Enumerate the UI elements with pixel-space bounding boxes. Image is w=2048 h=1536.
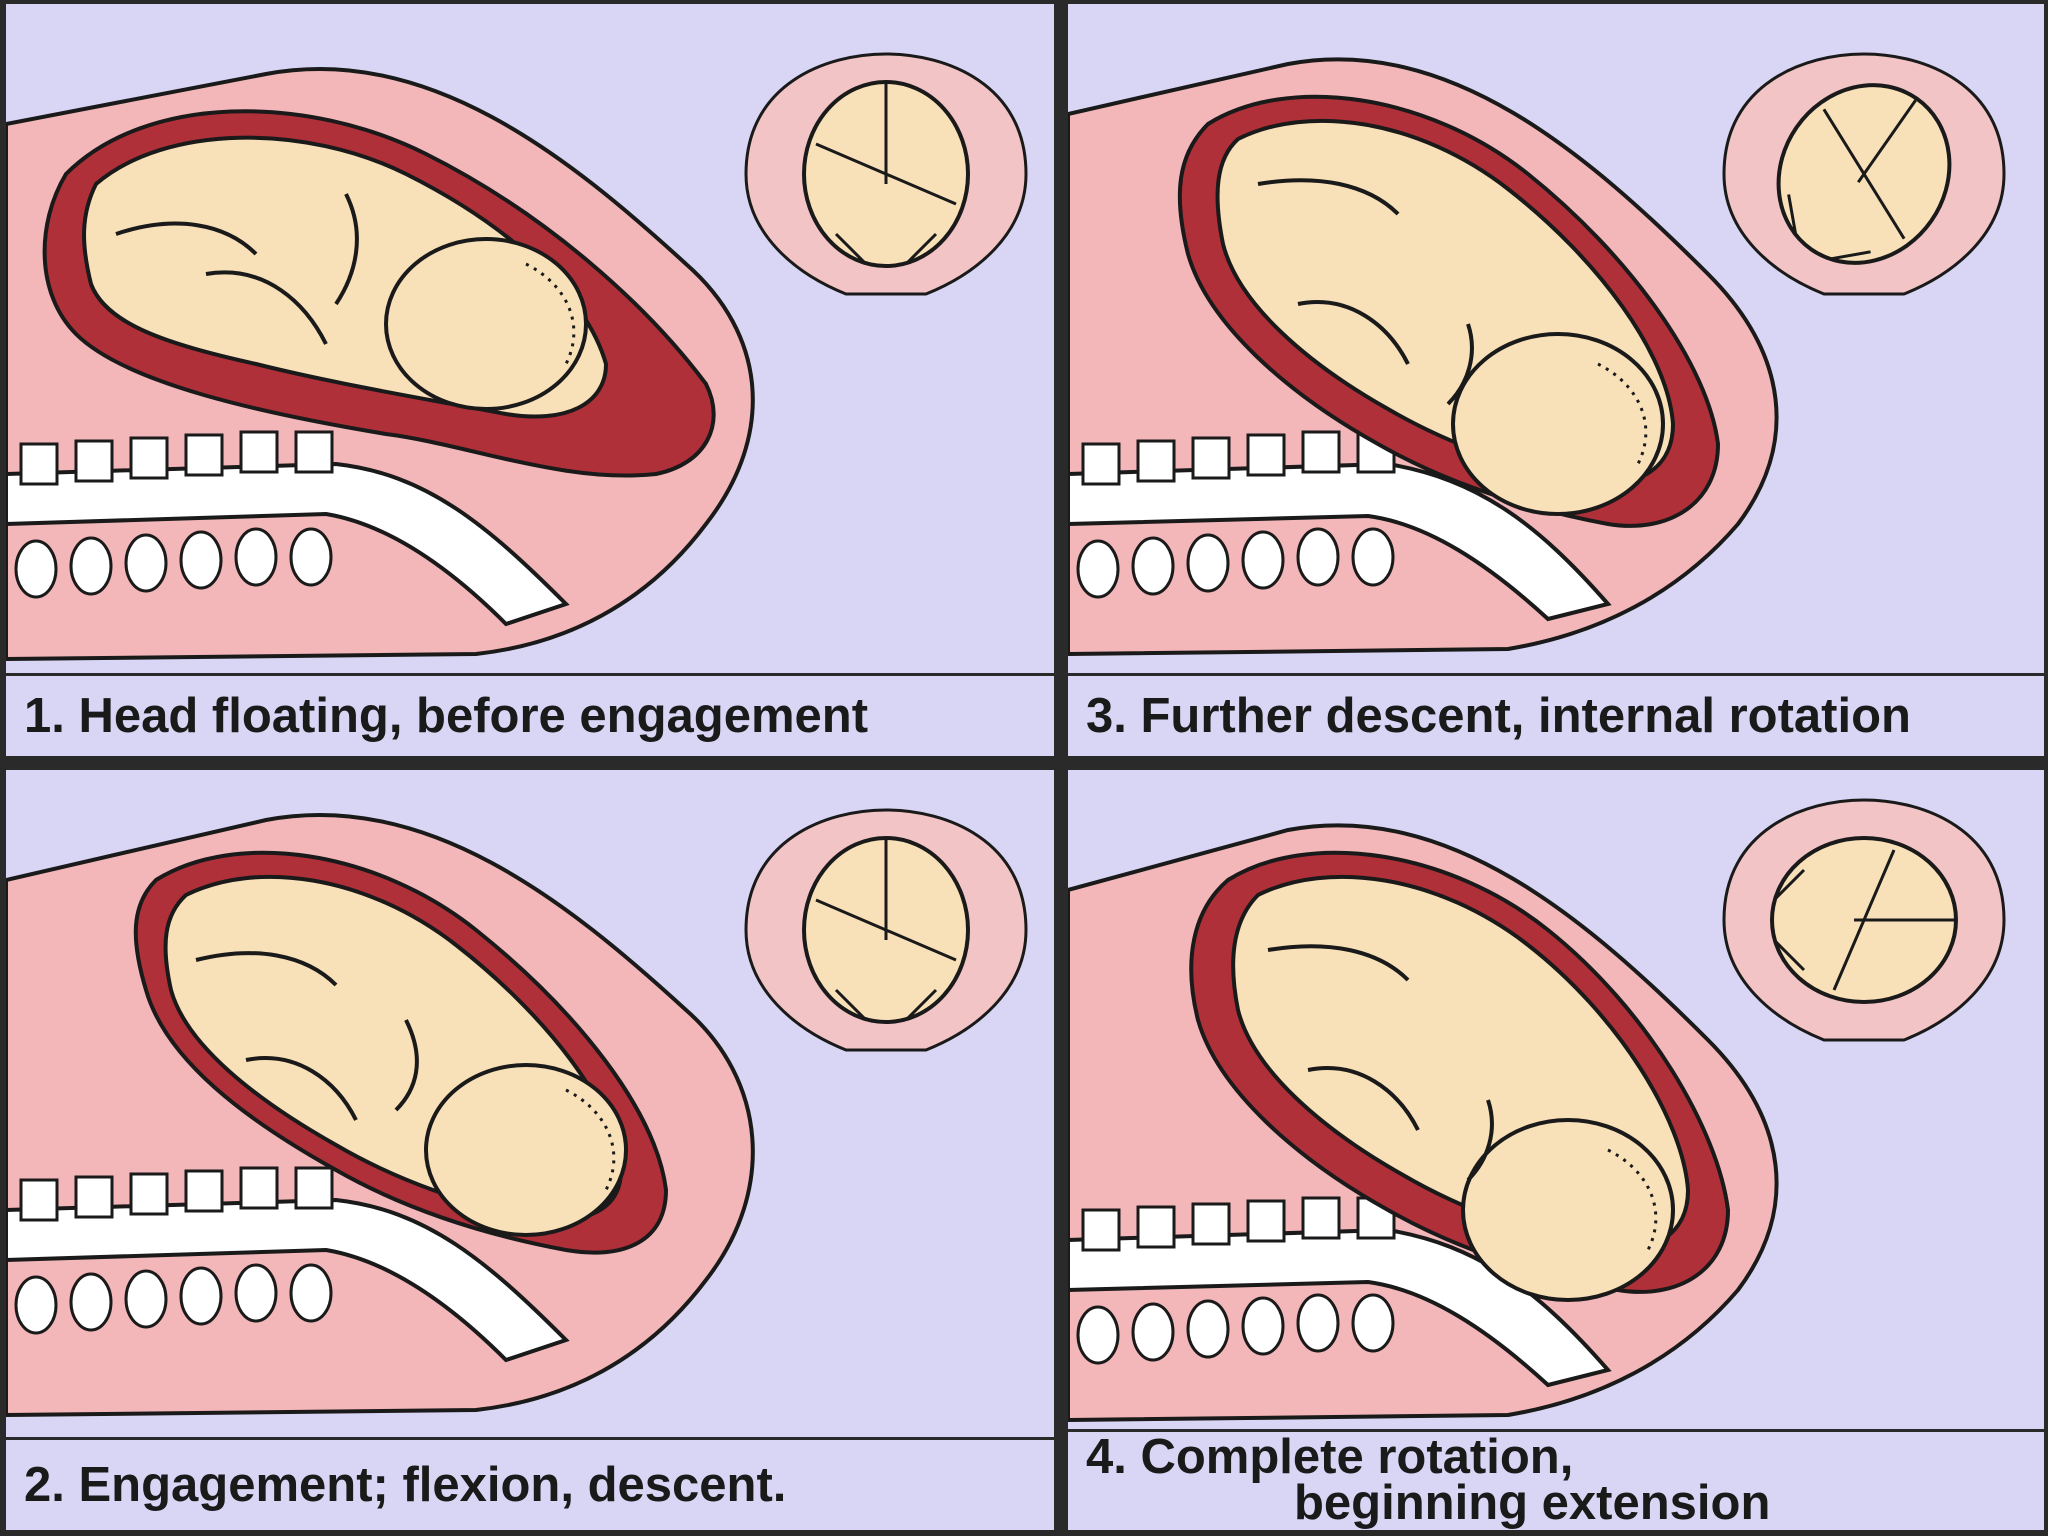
spine <box>1068 1196 1612 1388</box>
fetal-head-top-view <box>802 80 970 268</box>
panel-3-caption: 3. Further descent, internal rotation <box>1068 673 2044 756</box>
panel-2-illustration <box>6 808 1028 1418</box>
panel-2: 2. Engagement; flexion, descent. <box>6 770 1054 1530</box>
panel-2-caption: 2. Engagement; flexion, descent. <box>6 1437 1054 1530</box>
panel-3: 3. Further descent, internal rotation <box>1068 4 2044 756</box>
panel-4-illustration <box>1068 798 2006 1423</box>
fetus <box>115 193 588 411</box>
panel-1-caption-line-1: 1. Head floating, before engagement <box>24 689 869 743</box>
fetal-head-top-view <box>802 836 970 1024</box>
panel-2-caption-line-1: 2. Engagement; flexion, descent. <box>24 1458 787 1512</box>
panel-4-caption: 4. Complete rotation, beginning extensio… <box>1068 1429 2044 1530</box>
panel-1-illustration <box>6 52 1028 662</box>
panel-3-illustration <box>1068 52 2006 657</box>
fetus <box>1267 944 1675 1302</box>
fetus <box>1257 178 1665 516</box>
panel-3-caption-line-1: 3. Further descent, internal rotation <box>1086 689 1911 743</box>
fetal-head-top-view <box>1776 83 1952 265</box>
pelvic-inlet-view <box>744 52 1028 296</box>
fetus <box>195 951 628 1237</box>
pelvic-inlet-view <box>1722 798 2006 1042</box>
fetal-head-top-view <box>1770 836 1958 1004</box>
pelvic-inlet-view <box>1722 52 2006 296</box>
pelvic-inlet-view <box>744 808 1028 1052</box>
panel-4: 4. Complete rotation, beginning extensio… <box>1068 770 2044 1530</box>
panel-4-caption-line-2: beginning extension <box>1294 1476 1771 1530</box>
panel-1-caption: 1. Head floating, before engagement <box>6 673 1054 756</box>
spine <box>6 1166 570 1363</box>
spine <box>1068 430 1612 622</box>
spine <box>6 430 570 627</box>
panel-4-caption-line-1: 4. Complete rotation, <box>1086 1430 1574 1484</box>
panel-1: 1. Head floating, before engagement <box>6 4 1054 756</box>
